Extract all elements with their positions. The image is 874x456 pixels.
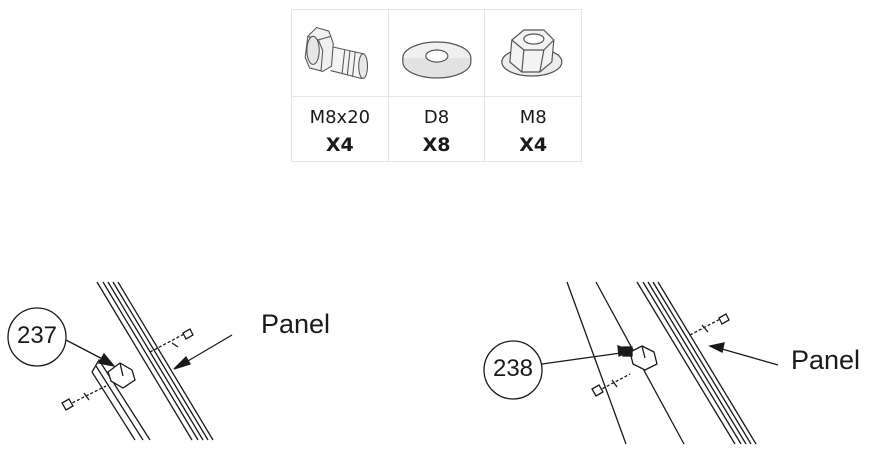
bolt-right-upper (689, 313, 730, 336)
hardware-name: M8 (519, 107, 547, 128)
bracket-left (91, 358, 151, 441)
callout-number-237: 237 (16, 322, 58, 349)
callout-circle-238 (483, 340, 543, 400)
washer-icon (401, 41, 472, 79)
callout-number-238: 238 (492, 355, 534, 382)
panel-rails-right (566, 281, 757, 445)
hardware-quantity: X4 (519, 134, 548, 156)
hardware-quantity: X4 (325, 134, 354, 156)
flange-nut-icon (501, 29, 563, 77)
panel-label-left: Panel (261, 309, 331, 339)
bolt-right-lower (591, 373, 631, 397)
hardware-table: M8x20 X4 D8 X8 M8 X4 (291, 9, 582, 162)
hardware-cell-washer: D8 X8 (388, 10, 486, 161)
hardware-name: M8x20 (309, 107, 371, 128)
panel-arrow-right (714, 346, 779, 366)
hex-bolt-icon (304, 26, 369, 80)
bolt-left-lower (61, 385, 107, 411)
hardware-cell-bolt: M8x20 X4 (292, 10, 389, 161)
callout-circle-237 (7, 307, 67, 367)
panel-rails-left (96, 281, 214, 441)
hardware-name: D8 (423, 107, 450, 128)
panel-label-right: Panel (791, 345, 861, 375)
bolt-left-upper (149, 328, 194, 353)
hardware-cell-nut: M8 X4 (485, 10, 582, 161)
callout-leader-238 (541, 351, 629, 365)
hardware-quantity: X8 (422, 134, 451, 156)
